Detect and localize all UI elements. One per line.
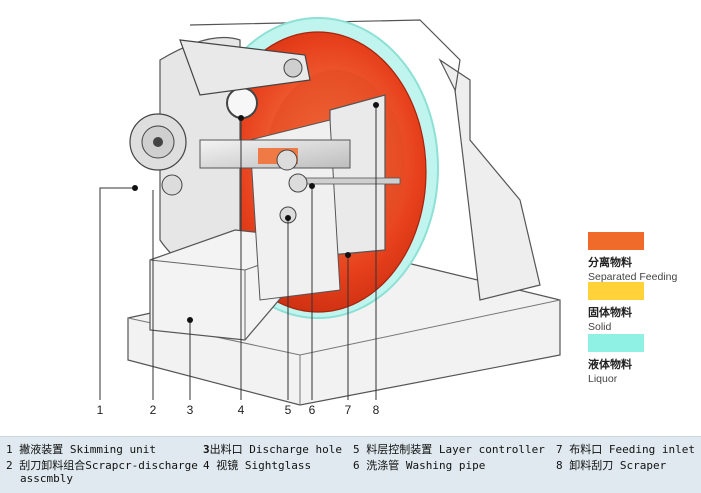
legend-label-en: Solid [588, 321, 612, 333]
part-7: 7 布料口 Feeding inlet [556, 443, 695, 456]
callout-2: 2 [149, 403, 157, 417]
callout-5: 5 [284, 403, 292, 417]
part-1: 1 撇液装置 Skimming unit [6, 443, 156, 456]
part-3: 3出料口 Discharge hole [203, 443, 342, 456]
callout-3: 3 [186, 403, 194, 417]
leader-lines [99, 105, 377, 400]
callout-6: 6 [308, 403, 316, 417]
callout-1: 1 [96, 403, 104, 417]
callout-7: 7 [344, 403, 352, 417]
legend-label-en: Separated Feeding [588, 271, 678, 283]
scraper-plate [329, 94, 386, 256]
legend-label-cn: 液体物料 [588, 358, 632, 371]
parts-caption: 1 撇液装置 Skimming unit 2 刮刀卸料组合Scrapcr-dis… [0, 436, 701, 493]
callout-8: 8 [372, 403, 380, 417]
machine-illustration [99, 17, 561, 406]
legend-label-cn: 分离物料 [588, 256, 632, 269]
leader-dots [132, 102, 379, 323]
part-5: 5 料层控制装置 Layer controller [353, 443, 545, 456]
part-2: 2 刮刀卸料组合Scrapcr-discharge [6, 459, 198, 472]
legend-solid: 固体物料 Solid [588, 282, 698, 333]
legend-liquor: 液体物料 Liquor [588, 334, 698, 385]
legend-label-en: Liquor [588, 373, 618, 385]
part-2-continued: asscmbly [20, 472, 73, 485]
legend-label-cn: 固体物料 [588, 306, 632, 319]
legend-swatch [588, 282, 644, 300]
legend-swatch [588, 334, 644, 352]
legend-separated-feeding: 分离物料 Separated Feeding [588, 232, 698, 283]
part-8: 8 卸料刮刀 Scraper [556, 459, 667, 472]
callout-4: 4 [237, 403, 245, 417]
part-6: 6 洗涤管 Washing pipe [353, 459, 486, 472]
skimming-arm [179, 39, 311, 96]
legend-swatch [588, 232, 644, 250]
sightglass-shape [226, 87, 258, 119]
part-4: 4 视镜 Sightglass [203, 459, 312, 472]
